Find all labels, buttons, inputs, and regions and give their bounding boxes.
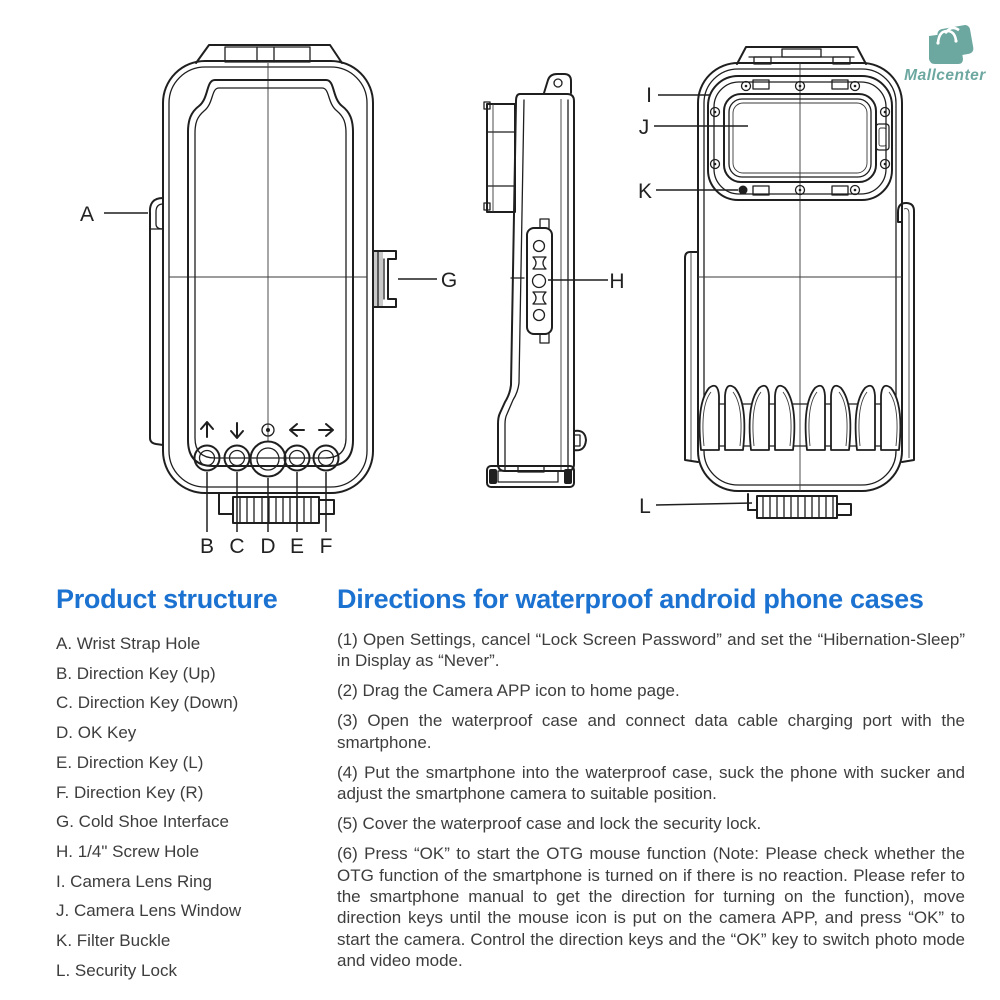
directions-section: Directions for waterproof android phone …	[337, 583, 965, 980]
left-arrow-icon	[289, 423, 305, 437]
list-item-f: F. Direction Key (R)	[56, 782, 204, 802]
diagram-label-K: K	[638, 180, 652, 203]
list-item-e: E. Direction Key (L)	[56, 752, 204, 772]
diagram-label-E: E	[290, 535, 304, 558]
diagram-label-I: I	[646, 84, 652, 107]
back-view-drawing: I J K L	[638, 46, 915, 519]
direction-step-1: (1) Open Settings, cancel “Lock Screen P…	[337, 630, 965, 671]
direction-step-2: (2) Drag the Camera APP icon to home pag…	[337, 681, 680, 701]
direction-step-5: (5) Cover the waterproof case and lock t…	[337, 814, 762, 834]
product-structure-section: Product structure A. Wrist Strap Hole B.…	[56, 583, 334, 985]
list-item-i: I. Camera Lens Ring	[56, 871, 212, 891]
diagram-label-H: H	[609, 270, 624, 293]
direction-step-6: (6) Press “OK” to start the OTG mouse fu…	[337, 844, 965, 971]
directions-title: Directions for waterproof android phone …	[337, 584, 924, 614]
side-view-drawing: H	[483, 73, 625, 488]
right-arrow-icon	[318, 423, 334, 437]
diagram-label-G: G	[441, 269, 457, 292]
front-view-drawing: A G B C D E F	[80, 44, 457, 558]
list-item-a: A. Wrist Strap Hole	[56, 634, 201, 653]
direction-step-4: (4) Put the smartphone into the waterpro…	[337, 762, 965, 804]
list-item-d: D. OK Key	[56, 723, 137, 743]
brand-name: Mallcenter	[904, 67, 986, 84]
diagram-label-B: B	[200, 535, 214, 558]
list-item-k: K. Filter Buckle	[56, 931, 171, 951]
list-item-l: L. Security Lock	[56, 960, 177, 980]
direction-step-3: (3) Open the waterproof case and connect…	[337, 711, 965, 752]
down-arrow-icon	[230, 422, 244, 439]
ok-key-icon	[261, 423, 275, 437]
product-structure-list: A. Wrist Strap Hole B. Direction Key (Up…	[56, 629, 334, 985]
diagram-label-J: J	[639, 116, 650, 139]
diagram-label-F: F	[320, 535, 333, 558]
product-structure-title: Product structure	[56, 584, 278, 614]
diagram-label-A: A	[80, 203, 94, 226]
list-item-h: H. 1/4" Screw Hole	[56, 841, 200, 861]
case-diagram: A G B C D E F	[80, 44, 915, 558]
up-arrow-icon	[200, 421, 214, 438]
diagram-label-D: D	[260, 535, 275, 558]
diagram-label-C: C	[229, 535, 244, 558]
list-item-c: C. Direction Key (Down)	[56, 693, 239, 713]
list-item-j: J. Camera Lens Window	[56, 901, 242, 921]
list-item-g: G. Cold Shoe Interface	[56, 812, 229, 832]
brand-logo: Mallcenter	[893, 22, 997, 84]
shopping-bag-icon	[929, 25, 974, 64]
diagram-label-L: L	[639, 495, 651, 518]
list-item-b: B. Direction Key (Up)	[56, 663, 216, 683]
